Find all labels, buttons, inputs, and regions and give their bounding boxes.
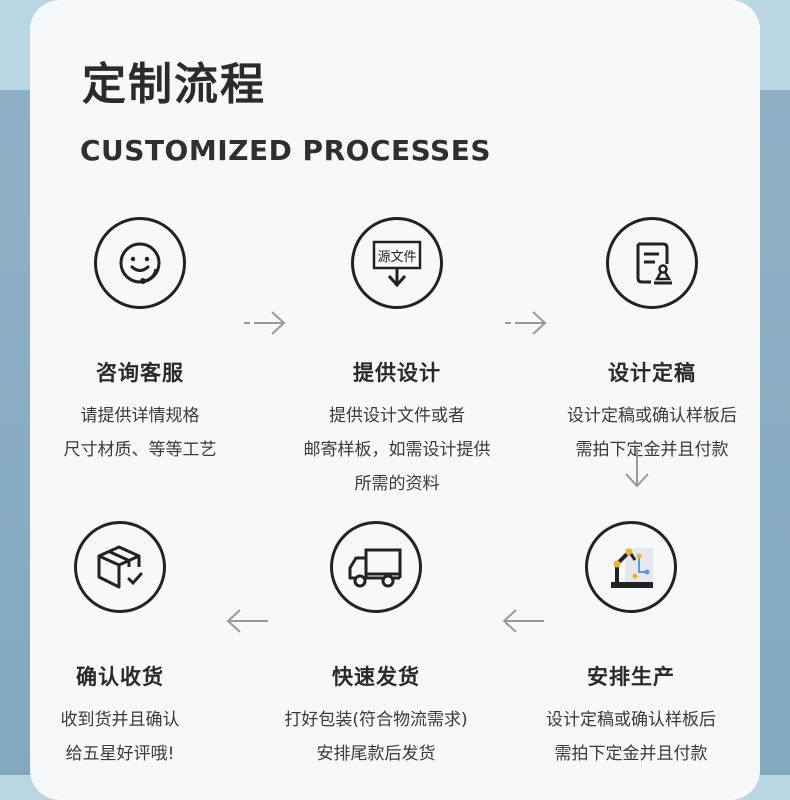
page-title: 定制流程 <box>82 59 266 110</box>
customer-service-icon <box>94 217 186 309</box>
step-consult: 咨询客服 请提供详情规格 尺寸材质、等等工艺 <box>20 217 260 467</box>
source-file-icon: 源文件 <box>351 217 443 309</box>
step-desc: 收到货并且确认 给五星好评哦! <box>60 710 180 764</box>
step-desc: 请提供详情规格 尺寸材质、等等工艺 <box>63 406 217 460</box>
arrow-right-icon <box>503 308 549 338</box>
step-title: 安排生产 <box>587 665 675 689</box>
step-desc: 设计定稿或确认样板后 需拍下定金并且付款 <box>546 710 716 764</box>
design-draft-icon <box>606 217 698 309</box>
package-check-icon <box>74 521 166 613</box>
page-subtitle: CUSTOMIZED PROCESSES <box>80 134 491 167</box>
process-card <box>30 0 760 800</box>
arrow-left-icon <box>500 606 546 636</box>
step-desc: 打好包装(符合物流需求) 安排尾款后发货 <box>284 710 468 764</box>
step-finalize: 设计定稿 设计定稿或确认样板后 需拍下定金并且付款 <box>532 217 772 467</box>
icon-label: 源文件 <box>377 250 416 265</box>
step-desc: 设计定稿或确认样板后 需拍下定金并且付款 <box>567 406 737 460</box>
arrow-right-icon <box>242 308 288 338</box>
truck-icon <box>330 521 422 613</box>
step-title: 提供设计 <box>353 361 441 385</box>
step-produce: 安排生产 设计定稿或确认样板后 需拍下定金并且付款 <box>511 521 751 771</box>
step-design: 源文件 提供设计 提供设计文件或者 邮寄样板，如需设计提供 所需的资料 <box>277 217 517 501</box>
step-receive: 确认收货 收到货并且确认 给五星好评哦! <box>0 521 240 771</box>
step-title: 咨询客服 <box>96 361 184 385</box>
arrow-down-icon <box>622 446 652 490</box>
step-title: 确认收货 <box>76 665 164 689</box>
step-desc: 提供设计文件或者 邮寄样板，如需设计提供 所需的资料 <box>303 406 491 494</box>
arrow-left-icon <box>224 606 270 636</box>
step-ship: 快速发货 打好包装(符合物流需求) 安排尾款后发货 <box>256 521 496 771</box>
robot-arm-icon <box>585 521 677 613</box>
step-title: 快速发货 <box>332 665 420 689</box>
step-title: 设计定稿 <box>608 361 696 385</box>
